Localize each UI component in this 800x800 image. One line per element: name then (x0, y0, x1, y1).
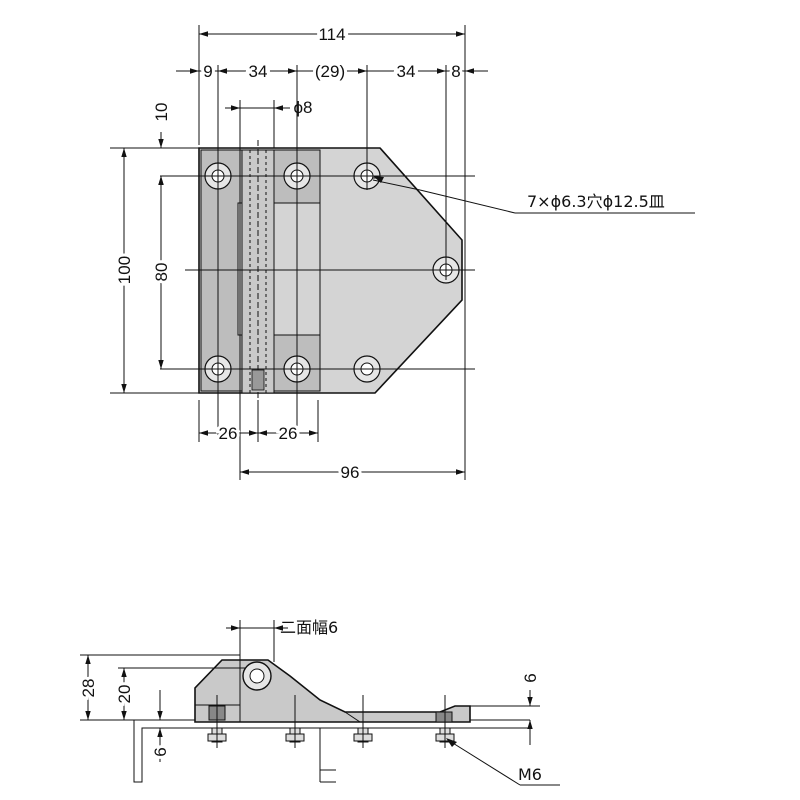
dim-leaf-width: 96 (341, 463, 360, 482)
dim-hole-pitch-3: 34 (397, 62, 416, 81)
dim-hole-pitch-1: 34 (249, 62, 268, 81)
dim-bottom-left-1: 26 (219, 424, 238, 443)
dim-hole-pitch-vertical: 80 (152, 263, 171, 282)
top-view: 114 9 34 (29) 34 8 ϕ8 10 100 80 (110, 22, 695, 485)
dim-top-margin: 10 (152, 103, 171, 122)
dim-hole-pitch-2: (29) (315, 62, 345, 81)
dim-left-margin: 9 (203, 62, 212, 81)
dim-side-bottom: 6 (151, 747, 170, 756)
dim-right-margin: 8 (451, 62, 460, 81)
holes-note: 7×ϕ6.3穴ϕ12.5皿 (527, 192, 665, 211)
dim-side-height-total: 28 (79, 679, 98, 698)
wrench-flat-note: 二面幅6 (280, 618, 338, 637)
dim-bottom-left-2: 26 (279, 424, 298, 443)
dim-side-height-knuckle: 20 (115, 685, 134, 704)
side-view: 二面幅6 28 20 6 6 M6 (76, 618, 560, 786)
dim-pin-diameter: ϕ8 (294, 98, 313, 117)
dim-overall-height: 100 (115, 256, 134, 284)
dim-side-plate-thickness: 6 (521, 673, 540, 682)
thread-note: M6 (518, 765, 542, 784)
hinge-side-profile (194, 659, 471, 723)
dim-overall-width: 114 (318, 25, 345, 44)
